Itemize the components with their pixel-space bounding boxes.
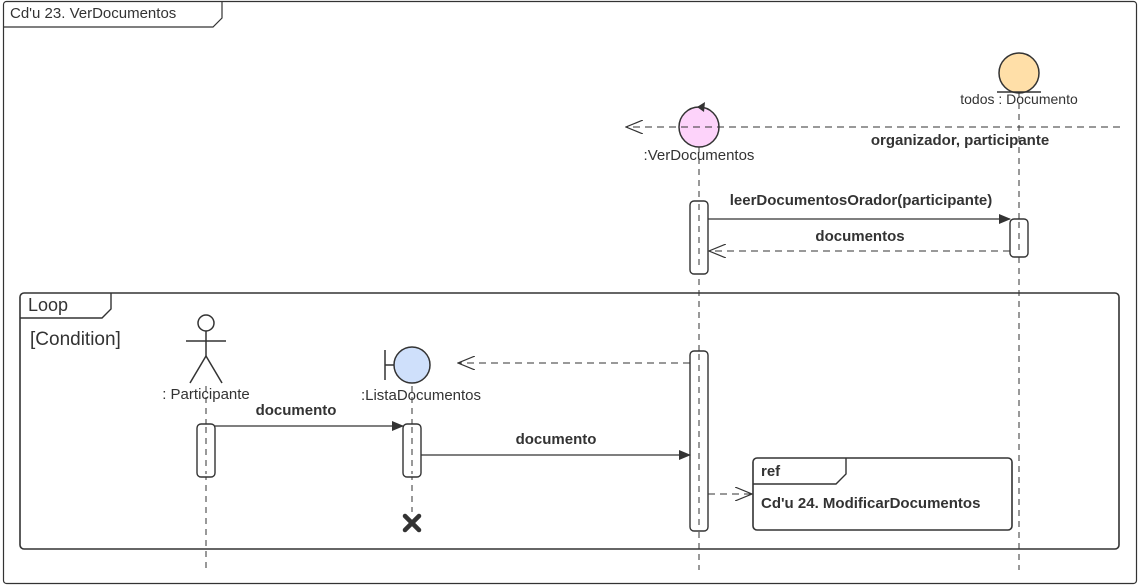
message-call-label: leerDocumentosOrador(participante) (730, 192, 993, 209)
ref-fragment: ref Cd'u 24. ModificarDocumentos (752, 457, 1013, 531)
lifeline-documento-label: todos : Documento (960, 91, 1078, 107)
ref-keyword: ref (761, 463, 781, 480)
message-incoming-label: organizador, participante (871, 132, 1049, 149)
activation-verdocumentos-2 (689, 350, 709, 532)
frame-title: Cd'u 23. VerDocumentos (10, 5, 176, 22)
lifeline-participante-label: : Participante (162, 386, 250, 403)
ref-label: Cd'u 24. ModificarDocumentos (761, 495, 980, 512)
actor-participante (186, 314, 226, 384)
message-incoming: organizador, participante (626, 127, 1120, 149)
message-return-label: documentos (815, 228, 904, 245)
loop-keyword: Loop (28, 295, 68, 315)
boundary-listadocumentos: :ListaDocumentos (361, 346, 481, 404)
message-lista-label: documento (516, 431, 597, 448)
lifeline-verdocumentos-label: :VerDocumentos (644, 147, 755, 164)
lifeline-listadocumentos-label: :ListaDocumentos (361, 387, 481, 404)
actor-icon (197, 314, 215, 332)
boundary-icon (393, 346, 431, 384)
message-participante-to-lista: documento (215, 402, 404, 431)
entity-icon (998, 52, 1040, 94)
message-return: documentos (709, 228, 1010, 251)
message-call: leerDocumentosOrador(participante) (708, 192, 1011, 224)
control-verdocumentos: :VerDocumentos (644, 102, 755, 164)
loop-fragment: Loop [Condition] (19, 292, 1120, 550)
loop-guard: [Condition] (30, 329, 121, 350)
destroy-marker (402, 513, 422, 533)
activation-inner-lines (205, 204, 1020, 528)
message-participante-label: documento (256, 402, 337, 419)
message-lista-to-ver: documento (421, 431, 691, 460)
entity-documento: todos : Documento (960, 52, 1078, 107)
